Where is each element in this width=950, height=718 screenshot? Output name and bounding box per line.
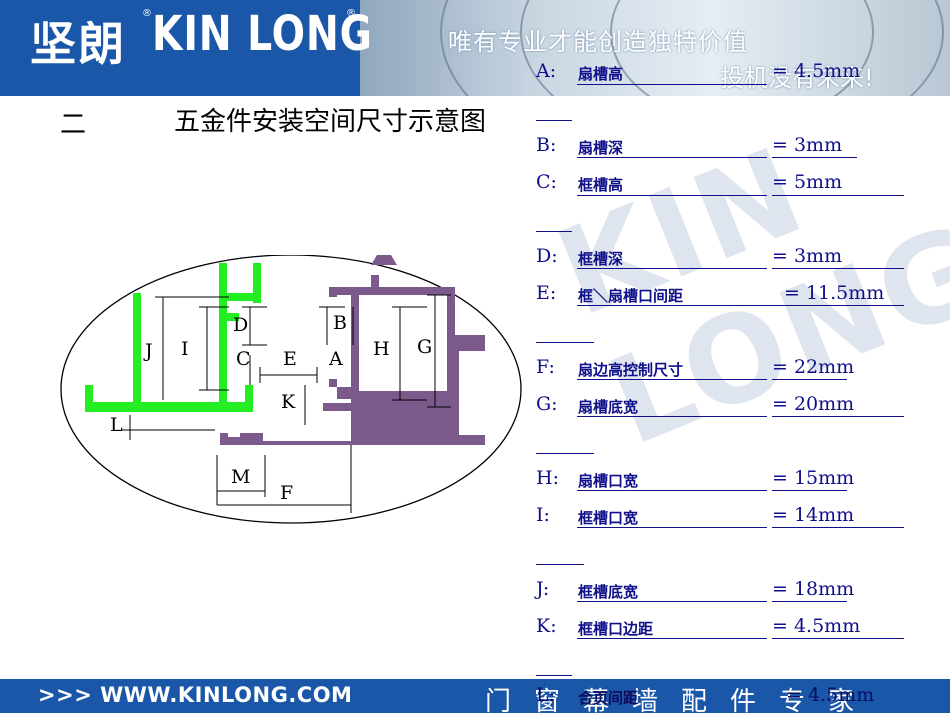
spec-key: C: [536,171,557,193]
spec-name: 框槽高 [578,176,624,194]
hardware-clearance-diagram: J I D C E A B H G K L M F [60,255,522,524]
dim-label-b: B [333,312,347,334]
footer-slogan: 门窗幕墙配件专家 [485,687,878,717]
page-title: 五金件安装空间尺寸示意图 [173,107,486,137]
spec-underline [772,601,847,602]
spec-underline [577,84,767,85]
spec-value: = 3mm [772,134,843,156]
spec-key: G: [536,393,558,415]
spec-underline [577,195,767,196]
spec-key: E: [536,282,557,304]
spec-key: L: [536,684,556,706]
spec-underline [577,601,767,602]
footer-banner: >>> WWW.KINLONG.COM 门窗幕墙配件专家 [0,679,950,717]
spec-underline [536,675,572,676]
spec-key: F: [536,356,555,378]
spec-key: A: [536,60,557,82]
dim-label-k: K [281,391,296,413]
spec-name: 扇槽口宽 [578,472,639,490]
spec-key: J: [536,578,550,600]
spec-value: = 4.5mm [772,615,861,637]
spec-underline [772,638,904,639]
spec-underline [536,564,584,565]
spec-underline [772,268,904,269]
header-slogan-line2: 投机没有未来! [720,64,874,92]
spec-underline [577,157,767,158]
dim-label-d: D [233,314,248,336]
spec-underline [772,379,847,380]
spec-name: 扇槽高 [578,65,624,83]
spec-key: B: [536,134,557,156]
spec-underline [577,379,767,380]
spec-underline [577,490,767,491]
sash-profile-inner-wall [359,287,455,439]
registered-mark: ® [142,8,152,19]
spec-name: 合页间距 [578,689,639,707]
spec-name: 框＼扇槽口间距 [578,287,684,305]
spec-underline [536,342,594,343]
spec-underline [577,268,767,269]
registered-mark: ® [346,8,356,19]
dim-label-a: A [328,348,343,370]
frame-profile [85,263,261,412]
spec-name: 扇槽底宽 [578,398,639,416]
spec-underline [577,416,767,417]
spec-underline [577,527,767,528]
sash-profile-inner [359,295,451,395]
spec-name: 框槽深 [578,250,624,268]
spec-underline [772,195,904,196]
spec-key: D: [536,245,558,267]
spec-key: I: [536,504,550,526]
dim-label-j: J [143,340,153,362]
spec-underline [536,453,594,454]
footer-website-link[interactable]: >>> WWW.KINLONG.COM [38,683,353,707]
spec-underline [536,231,572,232]
dim-label-f: F [280,482,293,504]
dim-label-i: I [181,338,189,360]
spec-key: K: [536,615,557,637]
spec-value: = 5mm [772,171,843,193]
spec-underline [536,120,572,121]
spec-name: 扇边高控制尺寸 [578,361,684,379]
header-photo [360,0,950,96]
sash-profile-notch [371,255,397,265]
spec-value: = 18mm [772,578,855,600]
dimension-lines [122,294,451,513]
diagram-outline-ellipse [60,255,522,524]
dim-label-e: E [283,348,297,370]
spec-underline [772,157,857,158]
spec-value: = 4.5mm [772,60,861,82]
dim-label-m: M [231,466,250,488]
brand-name-chinese: 坚朗 [30,17,126,71]
dim-label-g: G [417,336,432,358]
dim-label-l: L [110,414,123,436]
spec-name: 扇槽深 [578,139,624,157]
spec-underline [772,527,904,528]
spec-underline [577,305,904,306]
spec-underline [577,638,767,639]
spec-value: = 14mm [772,504,855,526]
spec-value: = 15mm [772,467,855,489]
spec-name: 框槽底宽 [578,583,639,601]
brand-name-english: KIN LONG [152,6,373,62]
spec-name: 框槽口宽 [578,509,639,527]
spec-underline [772,416,904,417]
spec-underline [772,490,847,491]
section-number: 二 [60,110,87,140]
spec-value: = 11.5mm [784,282,885,304]
dim-label-h: H [373,338,390,360]
spec-value: = 22mm [772,356,855,378]
spec-value: = 3mm [772,245,843,267]
spec-name: 框槽口边距 [578,620,654,638]
header-banner: 坚朗 ® KIN LONG ® 唯有专业才能创造独特价值 投机没有未来! [0,0,950,96]
spec-value: = 20mm [772,393,855,415]
dim-label-c: C [236,348,251,370]
header-slogan-line1: 唯有专业才能创造独特价值 [448,28,748,56]
arch-line [440,0,950,96]
spec-key: H: [536,467,559,489]
spec-value: = 4.5mm [786,684,875,706]
